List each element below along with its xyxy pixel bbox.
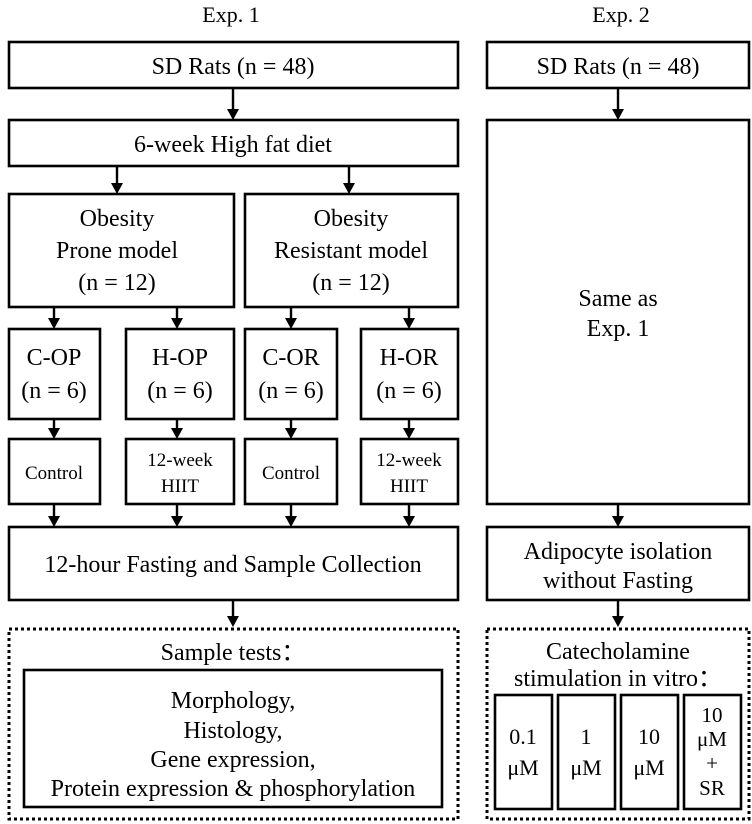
treatment-h-op-line2: HIIT (161, 476, 199, 497)
exp2-isolation-line1: Adipocyte isolation (524, 539, 713, 565)
exp1-collection-label: 12-hour Fasting and Sample Collection (44, 552, 421, 578)
sample-tests-container (7, 627, 460, 821)
treatment-h-or-line2: HIIT (390, 476, 428, 497)
exp1-collection-box (7, 525, 460, 602)
exp1-diet-box (7, 118, 460, 168)
dose-10-sr-unit: μM (697, 727, 727, 751)
model-prone-line2: Prone model (56, 238, 178, 264)
exp1-subjects-label: SD Rats (n = 48) (152, 54, 315, 80)
stimulation-title-line2: stimulation in vitro： (514, 666, 722, 692)
exp2-same-line1: Same as (578, 286, 657, 312)
dose-10-sr-plus: + (706, 751, 718, 775)
dose-0-1-value: 0.1 (509, 724, 537, 749)
dose-box-1 (556, 693, 617, 811)
group-c-op-name: C-OP (27, 345, 82, 371)
group-box-c-or (243, 327, 339, 421)
group-c-or-name: C-OR (262, 345, 319, 371)
dose-1-unit: μM (570, 755, 601, 780)
sample-test-protein-expression: Protein expression & phosphorylation (51, 776, 416, 802)
exp2-same-box (485, 118, 751, 506)
dose-0-1-unit: μM (507, 755, 538, 780)
dose-10-value: 10 (638, 724, 660, 749)
model-box-resistant (243, 192, 460, 309)
sample-tests-title: Sample tests： (161, 640, 306, 666)
model-resistant-line3: (n = 12) (312, 270, 390, 296)
dose-10-sr-sr: SR (699, 776, 725, 800)
exp2-isolation-box (485, 525, 751, 602)
group-box-c-op (7, 327, 102, 421)
treatment-c-op-label: Control (25, 463, 83, 484)
treatment-box-c-op (7, 437, 102, 506)
stimulation-container (485, 627, 751, 821)
dose-10-sr-value: 10 (702, 703, 723, 727)
dose-box-10 (619, 693, 680, 811)
sample-test-histology: Histology, (183, 718, 282, 744)
model-resistant-line1: Obesity (314, 206, 389, 232)
exp1-diet-label: 6-week High fat diet (134, 132, 332, 158)
group-box-h-or (359, 327, 460, 421)
exp2-heading: Exp. 2 (592, 2, 649, 27)
group-h-op-n: (n = 6) (147, 378, 213, 404)
model-prone-line3: (n = 12) (78, 270, 156, 296)
treatment-box-c-or (243, 437, 339, 506)
group-c-or-n: (n = 6) (258, 378, 324, 404)
exp2-subjects-label: SD Rats (n = 48) (537, 54, 700, 80)
stimulation-title-line1: Catecholamine (546, 639, 690, 665)
treatment-box-h-op (124, 437, 236, 506)
group-h-or-name: H-OR (380, 345, 439, 371)
treatment-h-or-line1: 12-week (376, 450, 442, 471)
sample-test-morphology: Morphology, (171, 688, 295, 714)
dose-box-10-sr (682, 693, 743, 811)
dose-box-0-1 (493, 693, 554, 811)
treatment-c-or-label: Control (262, 463, 320, 484)
model-box-prone (7, 192, 236, 309)
exp1-heading: Exp. 1 (202, 2, 259, 27)
sample-test-gene-expression: Gene expression, (150, 747, 315, 773)
group-h-or-n: (n = 6) (376, 378, 442, 404)
group-h-op-name: H-OP (152, 345, 208, 371)
treatment-h-op-line1: 12-week (147, 450, 213, 471)
exp2-isolation-line2: without Fasting (543, 568, 693, 594)
group-box-h-op (124, 327, 236, 421)
model-resistant-line2: Resistant model (274, 238, 428, 264)
treatment-box-h-or (359, 437, 460, 506)
model-prone-line1: Obesity (80, 206, 155, 232)
group-c-op-n: (n = 6) (21, 378, 87, 404)
dose-10-unit: μM (633, 755, 664, 780)
dose-1-value: 1 (581, 724, 592, 749)
exp1-subjects-box (7, 40, 460, 90)
sample-tests-box (22, 668, 444, 809)
exp2-same-line2: Exp. 1 (587, 316, 650, 342)
